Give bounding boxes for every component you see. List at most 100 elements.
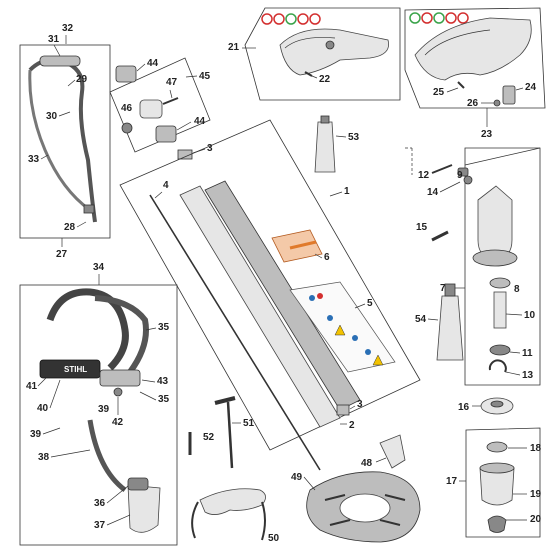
spool-housing-19-top <box>479 462 515 474</box>
tools-group: 51 52 <box>188 396 255 469</box>
deflector-21 <box>279 28 389 76</box>
harness-protector-37 <box>127 484 161 533</box>
callout-41: 41 <box>26 381 38 392</box>
callout-33: 33 <box>28 154 40 165</box>
shoulder-strap-group: 31 32 29 30 33 28 27 <box>19 23 111 260</box>
symbol-23-2 <box>421 12 433 24</box>
label-5-icon-4 <box>352 335 358 341</box>
spool-housing-19 <box>479 467 515 506</box>
combination-wrench-51-top <box>214 396 236 405</box>
carrying-ring-group: 44 47 45 46 44 <box>109 57 211 153</box>
leader-40 <box>49 379 61 409</box>
deflector-23 <box>414 17 532 81</box>
gear-housing-flange <box>472 249 518 267</box>
leader-35a <box>145 327 157 331</box>
callout-45: 45 <box>199 71 211 82</box>
grease-tube-53-cap <box>320 115 330 124</box>
shoulder-strap-lower <box>28 69 91 212</box>
plate-49-rib-2 <box>384 494 406 501</box>
callout-9: 9 <box>457 170 463 181</box>
callout-7: 7 <box>440 283 446 294</box>
mowing-head-group: 18 17 19 20 <box>446 427 542 538</box>
callout-32: 32 <box>62 23 74 34</box>
deflector-23-blade-cover <box>502 85 516 105</box>
callout-52: 52 <box>203 432 215 443</box>
leader-6 <box>314 253 323 259</box>
mowing-head-frame <box>465 427 541 538</box>
gear-shaft-10 <box>493 291 507 329</box>
callout-6: 6 <box>324 252 330 263</box>
carrying-ring-clamp <box>139 99 163 119</box>
shaft-cap-48-group: 48 <box>361 434 406 469</box>
leader-41 <box>37 377 47 387</box>
callout-10: 10 <box>524 310 536 321</box>
clamp-block-44b <box>155 125 177 143</box>
goggles-50-arm-right <box>261 501 266 541</box>
leader-13 <box>505 371 521 376</box>
deflector-23-frame <box>404 7 546 109</box>
grease-tube-54-group: 54 <box>415 283 464 361</box>
leader-5 <box>354 303 366 309</box>
label-5-icon-3 <box>327 315 333 321</box>
washer-11 <box>489 344 511 356</box>
leader-1 <box>329 191 343 197</box>
shaft-group: 4 1 6 5 3 2 <box>119 119 421 471</box>
plate-49-center <box>339 493 391 523</box>
gear-housing <box>477 185 513 261</box>
shoulder-strap-frame <box>19 44 111 239</box>
gear-head-group: 12 9 14 9 15 7 8 10 11 13 <box>405 147 541 386</box>
ball-bearing-8 <box>489 277 511 289</box>
leader-39b <box>42 427 61 435</box>
plate-49-group: 49 <box>291 471 421 543</box>
label-5-icon-1 <box>309 295 315 301</box>
plate-49-rib-1 <box>324 494 346 501</box>
leader-10 <box>505 313 523 316</box>
callout-34: 34 <box>93 262 105 273</box>
cap-18 <box>486 441 508 453</box>
deflector-23-group: 24 25 26 23 <box>404 7 546 140</box>
callout-39b: 39 <box>30 429 42 440</box>
callout-8: 8 <box>514 284 520 295</box>
callout-21: 21 <box>228 42 240 53</box>
leader-24 <box>515 87 524 91</box>
callout-50: 50 <box>268 533 280 544</box>
callout-44b: 44 <box>194 116 206 127</box>
deflector-21-screw <box>304 71 313 77</box>
leader-54 <box>427 318 439 321</box>
harness-group: STIHL 34 35 43 41 40 39 35 42 39 38 36 3… <box>19 262 178 546</box>
callout-15: 15 <box>416 222 428 233</box>
callout-36: 36 <box>94 498 106 509</box>
callout-30: 30 <box>46 111 58 122</box>
leader-4 <box>154 191 163 199</box>
callout-19: 19 <box>530 489 542 500</box>
leader-38 <box>50 449 91 458</box>
callout-48: 48 <box>361 458 373 469</box>
callout-26: 26 <box>467 98 479 109</box>
callout-49: 49 <box>291 472 303 483</box>
harness-shoulder-right <box>94 295 149 374</box>
label-5-warning-2 <box>372 354 384 366</box>
callout-37: 37 <box>94 520 106 531</box>
callout-16: 16 <box>458 402 470 413</box>
callout-53: 53 <box>348 132 360 143</box>
plate-49-rib-4 <box>379 519 401 526</box>
clamp-bolt <box>162 97 179 105</box>
knob-20 <box>487 515 507 533</box>
goggles-50 <box>199 488 266 515</box>
callout-25: 25 <box>433 87 445 98</box>
symbol-21-1 <box>261 13 273 25</box>
carrying-ring-screw <box>121 122 133 134</box>
callout-43: 43 <box>157 376 169 387</box>
deflector-23-ridge <box>424 29 491 56</box>
leader-30 <box>58 111 71 117</box>
callout-3a: 3 <box>207 143 213 154</box>
callout-5: 5 <box>367 298 373 309</box>
deflector-21-frame <box>244 7 401 101</box>
harness-back-plate <box>99 369 141 387</box>
callout-14: 14 <box>427 187 439 198</box>
harness-frame <box>19 284 178 546</box>
callout-12: 12 <box>418 170 430 181</box>
label-5-icon-5 <box>365 349 371 355</box>
callout-35b: 35 <box>158 394 170 405</box>
callout-29: 29 <box>76 74 88 85</box>
